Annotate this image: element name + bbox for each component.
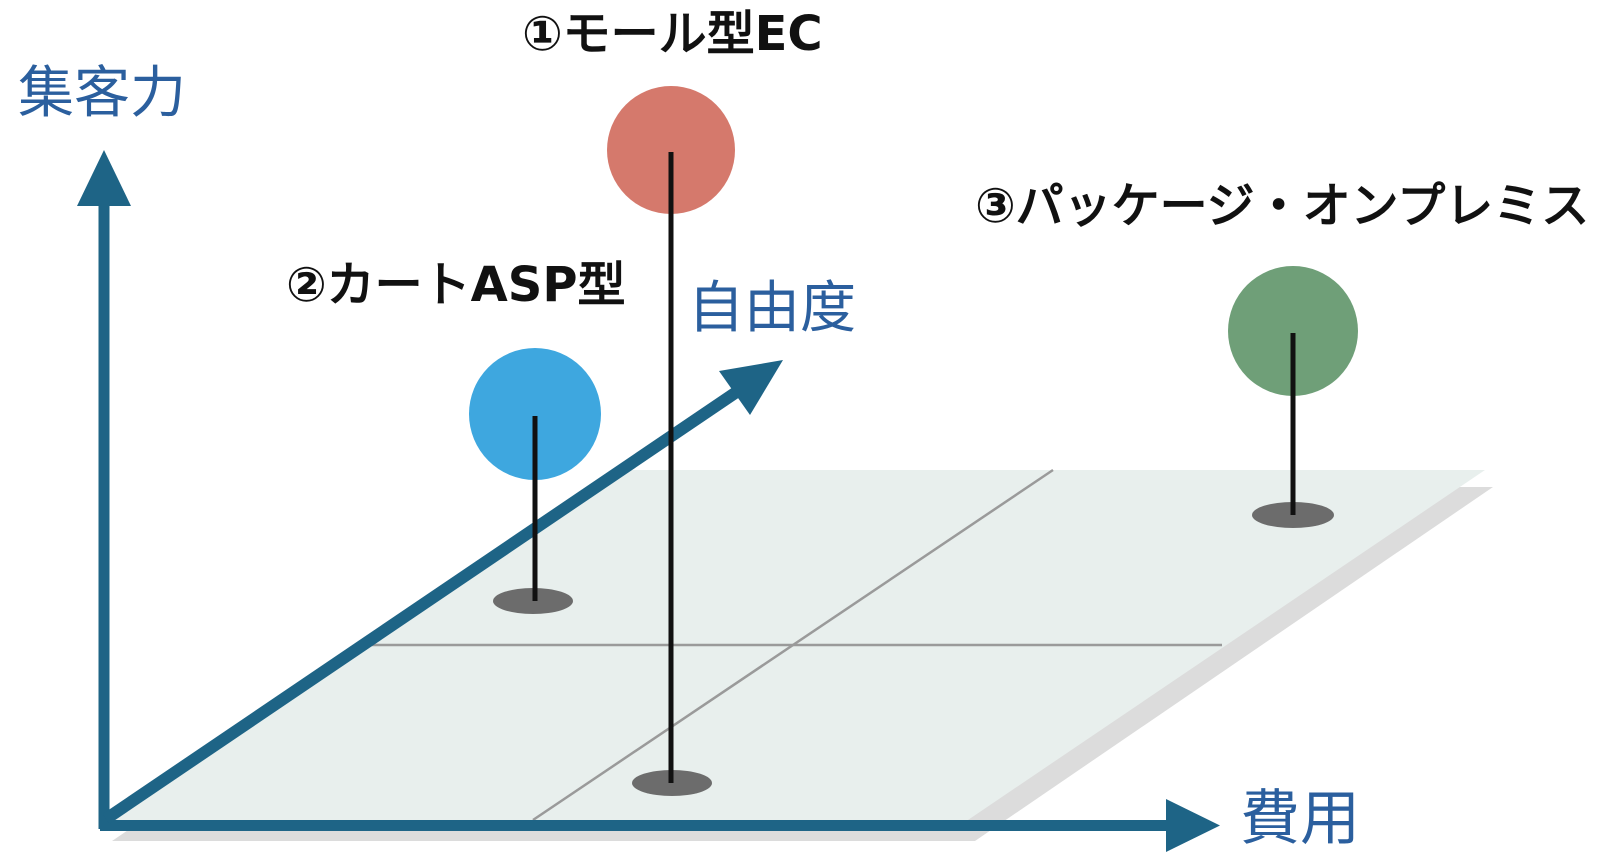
y-axis-label: 集客力: [18, 61, 186, 126]
balloon-package-onpremise: [1228, 266, 1358, 396]
item-label-package-onpremise: ③パッケージ・オンプレミス: [975, 178, 1590, 234]
item-label-mall-ec: ①モール型EC: [522, 6, 823, 62]
diagonal-axis-arrowhead-icon: [719, 360, 783, 415]
x-axis-label: 費用: [1240, 784, 1360, 854]
y-axis-arrowhead-icon: [77, 150, 131, 206]
item-label-cart-asp: ②カートASP型: [286, 257, 626, 313]
x-axis-arrowhead-icon: [1166, 799, 1220, 852]
balloon-mall-ec: [607, 86, 735, 214]
diagonal-axis-label: 自由度: [688, 276, 856, 341]
diagonal-axis-shaft: [102, 386, 742, 824]
balloon-cart-asp: [469, 348, 601, 480]
